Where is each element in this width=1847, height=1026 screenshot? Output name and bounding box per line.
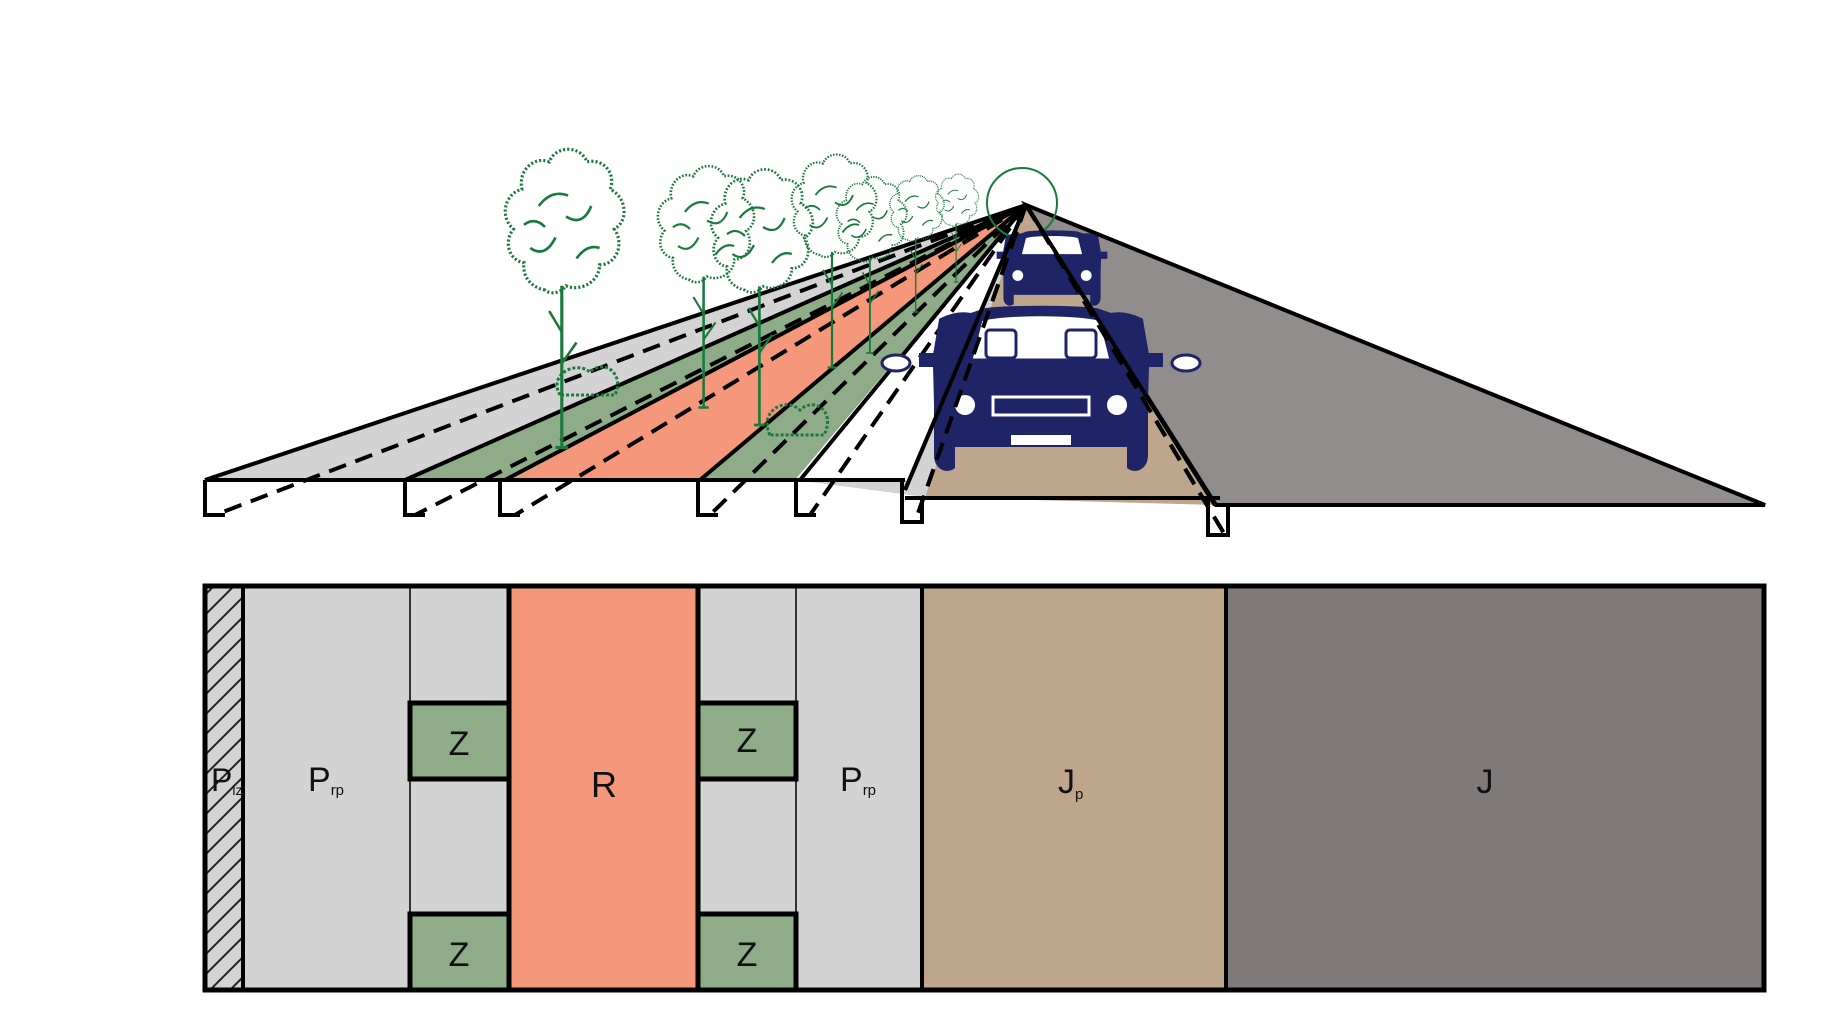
label-planter-top-left: Z: [449, 725, 470, 763]
curb-ends: [203, 480, 1230, 537]
label-roadway: J: [1477, 763, 1494, 801]
strip-sidewalk-left: [243, 586, 410, 990]
label-planter-top-right: Z: [737, 722, 758, 760]
plan-view: Plz Prp R Prp Jp J Z Z Z Z: [202, 583, 1767, 993]
strip-sidewalk-right: [796, 586, 922, 990]
shrub-icon: [555, 365, 620, 397]
label-planter-bottom-right: Z: [737, 936, 758, 974]
shrub-icon: [765, 403, 830, 437]
label-planter-bottom-left: Z: [449, 936, 470, 974]
car-icon: [880, 305, 1202, 471]
plan-dividers: [241, 586, 1228, 990]
tree-row: [503, 147, 980, 450]
label-sidewalk-right: Prp: [840, 761, 876, 799]
label-hatched-edge: Plz: [211, 762, 242, 798]
perspective-view: [203, 147, 1766, 537]
label-parking-lane: Jp: [1058, 763, 1083, 803]
strip-roadway: [1226, 586, 1764, 990]
label-bike-path: R: [591, 764, 617, 805]
strip-parking-lane: [922, 586, 1226, 990]
plan-outline: [202, 583, 1767, 993]
strip-bike-path: [509, 586, 698, 990]
strip-hatched-edge: [205, 586, 243, 990]
label-sidewalk-left: Prp: [308, 761, 344, 799]
